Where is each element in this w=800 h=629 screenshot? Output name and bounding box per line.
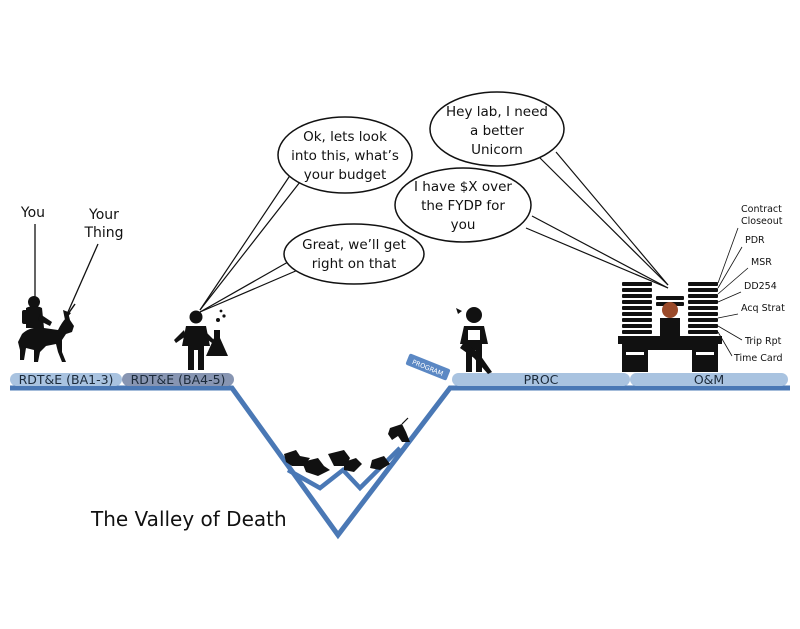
bar-proc-label: PROC xyxy=(524,372,559,387)
program-manager-with-chainsaw-icon xyxy=(456,307,492,374)
doc-time-card: Time Card xyxy=(733,353,783,364)
bar-om-label: O&M xyxy=(694,372,724,387)
bar-proc: PROC xyxy=(452,372,630,387)
bubble-om-budget-line2: the FYDP for xyxy=(421,198,505,214)
bubble-lab-great-line2: right on that xyxy=(312,256,397,272)
bubble-lab-budget-line1: Ok, lets look xyxy=(303,129,387,145)
bar-rdte-ba13: RDT&E (BA1-3) xyxy=(10,372,122,387)
doc-contract-closeout-line2: Closeout xyxy=(741,216,783,227)
bureaucrat-behind-paper-stacks-icon xyxy=(618,282,722,372)
you-label: You xyxy=(20,205,45,221)
doc-msr: MSR xyxy=(751,257,772,268)
bubble-lab-great: Great, we’ll get right on that xyxy=(199,223,425,313)
bubble-om-unicorn-line1: Hey lab, I need xyxy=(446,104,548,120)
bubble-om-budget-line3: you xyxy=(451,217,476,233)
your-thing-arrow xyxy=(67,243,99,313)
bubble-lab-budget: Ok, lets look into this, what’s your bud… xyxy=(199,116,413,311)
your-thing-label-line2: Thing xyxy=(83,225,123,241)
bubble-om-unicorn-line2: a better xyxy=(470,123,524,139)
doc-pdr: PDR xyxy=(745,235,765,246)
bubble-lab-budget-line3: your budget xyxy=(304,167,387,183)
valley-title: The Valley of Death xyxy=(90,507,287,531)
doc-dd254: DD254 xyxy=(744,281,777,292)
bubble-om-budget: I have $X over the FYDP for you xyxy=(394,167,669,289)
bubble-lab-great-line1: Great, we’ll get xyxy=(302,237,406,253)
person-riding-unicorn-icon xyxy=(18,296,76,362)
bar-rdte-ba13-label: RDT&E (BA1-3) xyxy=(19,372,114,387)
document-labels: Contract Closeout PDR MSR DD254 Acq Stra… xyxy=(717,204,785,364)
bar-rdte-ba45-label: RDT&E (BA4-5) xyxy=(131,372,226,387)
your-thing-label-line1: Your xyxy=(88,207,119,223)
bar-om: O&M xyxy=(630,372,788,387)
doc-acq-strat: Acq Strat xyxy=(741,303,785,314)
program-sign: PROGRAM xyxy=(405,353,451,381)
scientist-with-flask-icon xyxy=(174,309,228,370)
doc-trip-rpt: Trip Rpt xyxy=(744,336,782,347)
doc-contract-closeout-line1: Contract xyxy=(741,204,782,215)
bubble-om-budget-line1: I have $X over xyxy=(414,179,512,195)
bar-rdte-ba45: RDT&E (BA4-5) xyxy=(122,372,234,387)
bubble-om-unicorn-line3: Unicorn xyxy=(471,142,523,158)
fallen-unicorns-icon xyxy=(284,417,410,476)
bubble-lab-budget-line2: into this, what’s xyxy=(291,148,399,164)
bubble-om-unicorn: Hey lab, I need a better Unicorn xyxy=(429,91,669,286)
ground-line xyxy=(10,385,790,540)
